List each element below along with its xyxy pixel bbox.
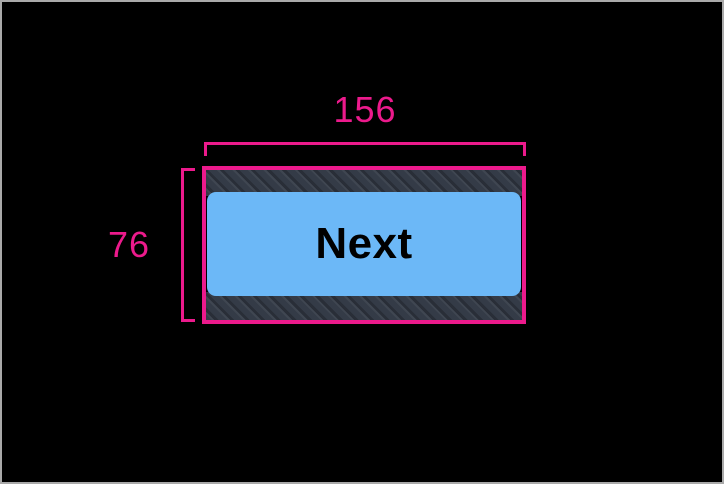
hatch-band-top: [206, 170, 522, 196]
width-dimension-bracket: [204, 142, 526, 156]
height-bracket-tick-top: [181, 168, 195, 171]
width-bracket-tick-right: [523, 142, 526, 156]
width-dimension-label: 156: [333, 89, 397, 130]
width-bracket-rule: [204, 142, 526, 145]
height-dimension-bracket: [181, 168, 195, 322]
height-bracket-rule: [181, 168, 184, 322]
width-bracket-tick-left: [204, 142, 207, 156]
height-bracket-tick-bottom: [181, 319, 195, 322]
hatch-band-bottom: [206, 292, 522, 320]
height-dimension-label: 76: [107, 224, 151, 265]
measured-element-highlight: Next: [202, 166, 526, 324]
next-button[interactable]: Next: [207, 192, 521, 296]
